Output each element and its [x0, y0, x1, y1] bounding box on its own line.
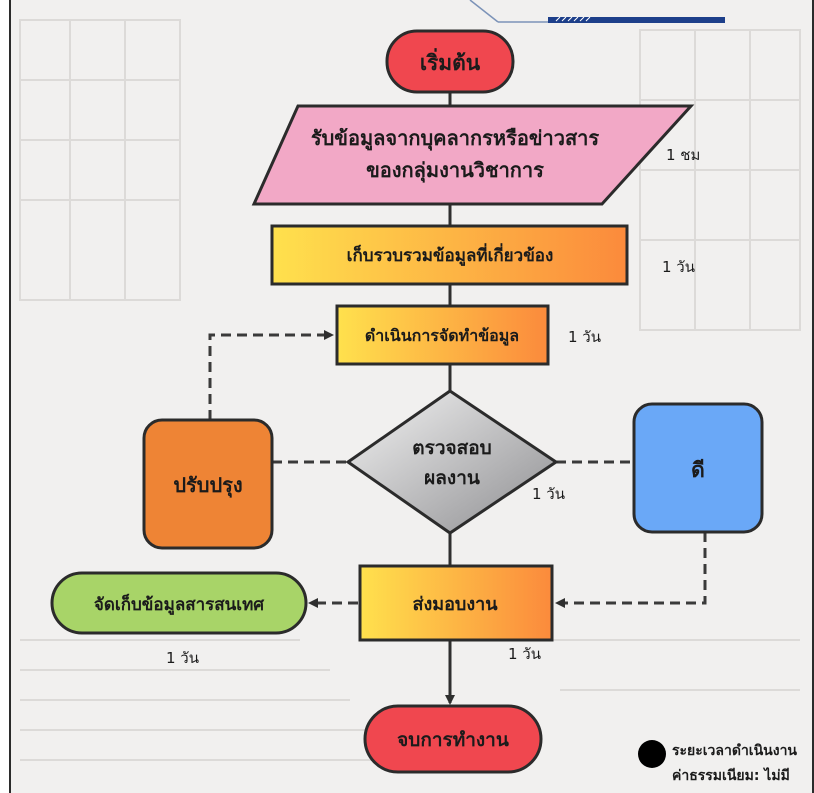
collect-label: เก็บรวบรวมข้อมูลที่เกี่ยวข้อง — [347, 243, 554, 267]
store-node: จัดเก็บข้อมูลสารสนเทศ — [50, 571, 308, 635]
legend-bullet-icon — [638, 740, 666, 768]
deliver-duration: 1 วัน — [508, 645, 541, 663]
start-label: เริ่มต้น — [420, 47, 481, 75]
prepare-node: ดำเนินการจัดทำข้อมูล — [335, 304, 550, 366]
prepare-label: ดำเนินการจัดทำข้อมูล — [365, 326, 519, 347]
prepare-duration: 1 วัน — [568, 328, 601, 346]
deliver-node: ส่งมอบงาน — [358, 564, 554, 642]
footer-legend: ระยะเวลาดำเนินงาน ค่าธรรมเนียม: ไม่มี — [638, 740, 797, 784]
store-duration: 1 วัน — [166, 649, 199, 667]
improve-label: ปรับปรุง — [173, 473, 242, 498]
collect-node: เก็บรวบรวมข้อมูลที่เกี่ยวข้อง — [270, 224, 629, 286]
good-node: ดี — [632, 402, 764, 534]
dashed-connectors — [208, 330, 707, 608]
receive-label-line2: ของกลุ่มงานวิชาการ — [366, 158, 544, 183]
receive-label-line1: รับข้อมูลจากบุคลากรหรือข่าวสาร — [311, 126, 600, 152]
fee-label: ค่าธรรมเนียม: ไม่มี — [672, 766, 790, 784]
check-node: ตรวจสอบ ผลงาน — [345, 389, 559, 535]
duration-label: ระยะเวลาดำเนินงาน — [672, 743, 797, 759]
receive-duration: 1 ชม — [666, 146, 700, 164]
start-node: เริ่มต้น — [385, 29, 515, 94]
end-label: จบการทำงาน — [397, 729, 509, 751]
top-decoration — [469, 0, 725, 23]
dashed-improve-prepare — [208, 330, 334, 420]
check-label-line2: ผลงาน — [424, 467, 480, 489]
improve-node: ปรับปรุง — [142, 418, 274, 550]
good-label: ดี — [691, 458, 705, 482]
check-duration: 1 วัน — [532, 485, 565, 503]
background-building-sketch — [19, 19, 801, 761]
end-node: จบการทำงาน — [363, 704, 543, 774]
receive-node: รับข้อมูลจากบุคลากรหรือข่าวสาร ของกลุ่มง… — [251, 104, 695, 206]
dashed-good-deliver — [555, 532, 707, 608]
collect-duration: 1 วัน — [662, 258, 695, 276]
check-label-line1: ตรวจสอบ — [412, 437, 491, 459]
store-label: จัดเก็บข้อมูลสารสนเทศ — [94, 592, 265, 616]
deliver-label: ส่งมอบงาน — [412, 594, 498, 615]
